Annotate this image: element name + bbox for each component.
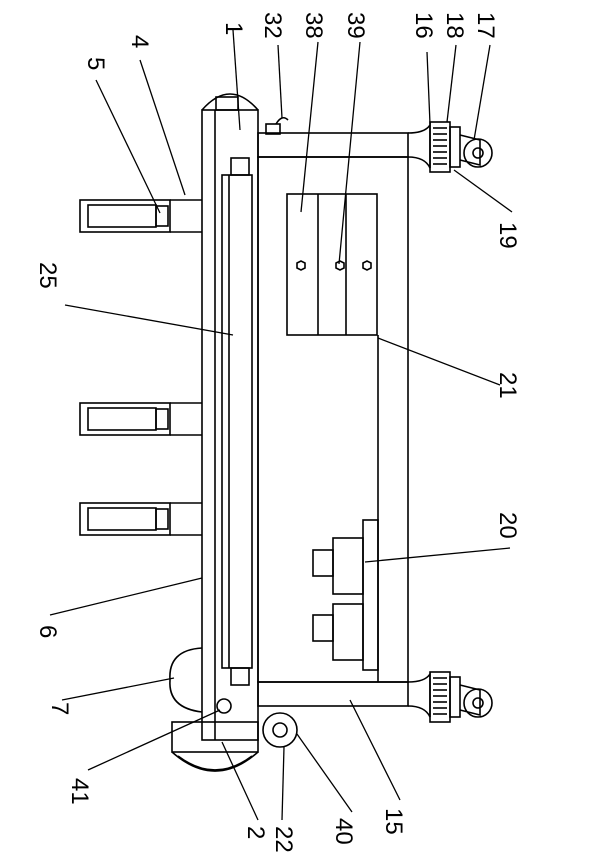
label-5: 5	[82, 57, 109, 70]
tray-5-middle	[79, 402, 202, 436]
part-labels: 1 32 38 39 4 5 25 6 7 41 2 22 40 15 21 2…	[34, 12, 521, 853]
tray-arm-4	[170, 199, 202, 233]
label-22: 22	[270, 826, 297, 853]
leader-lines	[49, 29, 513, 821]
wheel-22	[262, 712, 298, 748]
end-cap-2	[171, 721, 259, 772]
control-box-38	[286, 193, 378, 336]
label-7: 7	[46, 702, 73, 715]
main-rail	[201, 109, 259, 741]
tray-5-bottom	[79, 502, 202, 536]
label-38: 38	[300, 12, 327, 39]
label-21: 21	[494, 372, 521, 399]
label-41: 41	[66, 778, 93, 805]
label-32: 32	[259, 12, 286, 39]
label-19: 19	[494, 222, 521, 249]
label-4: 4	[126, 35, 153, 48]
label-6: 6	[34, 625, 61, 638]
label-17: 17	[472, 12, 499, 39]
part-41	[216, 698, 232, 714]
label-25: 25	[34, 262, 61, 289]
knob-32	[265, 116, 289, 135]
caster-bottom	[407, 671, 493, 723]
roller-25	[221, 157, 253, 686]
label-20: 20	[494, 512, 521, 539]
label-39: 39	[342, 12, 369, 39]
tray-5-top	[79, 199, 171, 233]
label-18: 18	[441, 12, 468, 39]
part-7	[169, 647, 203, 713]
caster-top	[407, 121, 493, 173]
top-cap-block	[215, 96, 239, 111]
label-40: 40	[330, 818, 357, 845]
label-1: 1	[220, 22, 247, 35]
label-15: 15	[380, 808, 407, 835]
label-2: 2	[242, 826, 269, 839]
label-16: 16	[410, 12, 437, 39]
top-end-cap	[201, 93, 259, 111]
motor-assembly-20	[312, 519, 379, 671]
